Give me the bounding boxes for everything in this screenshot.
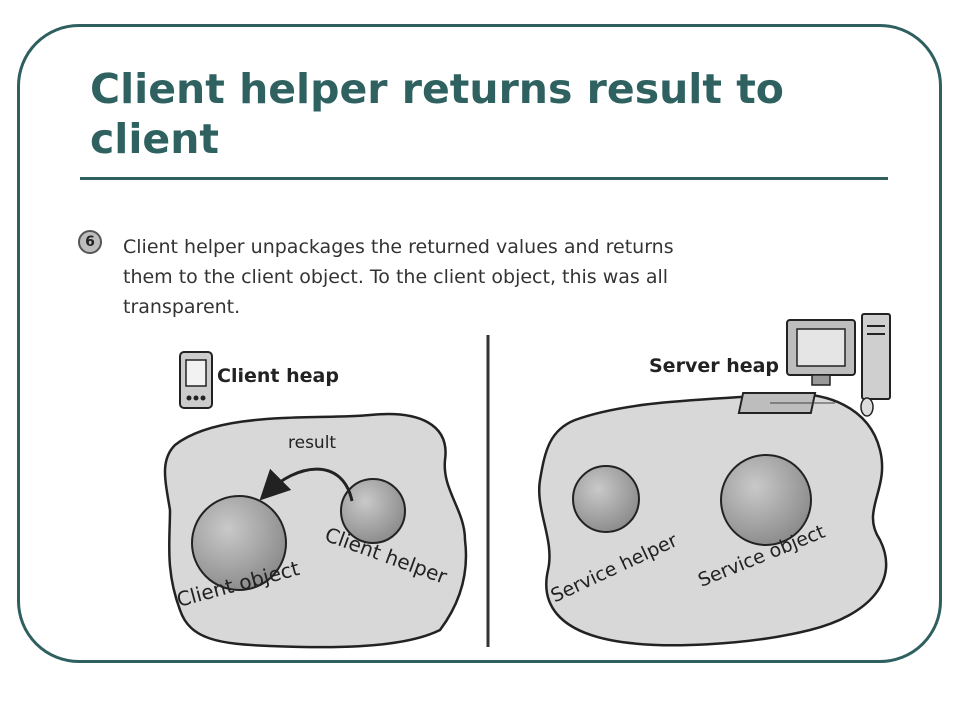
desktop-computer-icon bbox=[737, 313, 891, 417]
diagram-figure: 6 Client helper unpackages the returned … bbox=[70, 210, 910, 650]
slide-title: Client helper returns result to client bbox=[90, 65, 784, 163]
client-heap-label: Client heap bbox=[217, 365, 339, 387]
server-heap-label: Server heap bbox=[649, 355, 780, 377]
result-arrow-label: result bbox=[288, 433, 336, 453]
service-helper-sphere bbox=[572, 465, 640, 533]
pda-icon bbox=[179, 351, 213, 409]
client-object-sphere bbox=[191, 495, 287, 591]
heap-diagram: result Client object Client helper Servi… bbox=[163, 313, 891, 649]
result-arrow bbox=[259, 467, 354, 502]
step-description: Client helper unpackages the returned va… bbox=[123, 236, 674, 318]
service-object-sphere bbox=[720, 454, 812, 546]
client-helper-sphere bbox=[340, 478, 406, 544]
step-number-badge: 6 bbox=[78, 230, 102, 254]
title-divider bbox=[80, 177, 888, 180]
